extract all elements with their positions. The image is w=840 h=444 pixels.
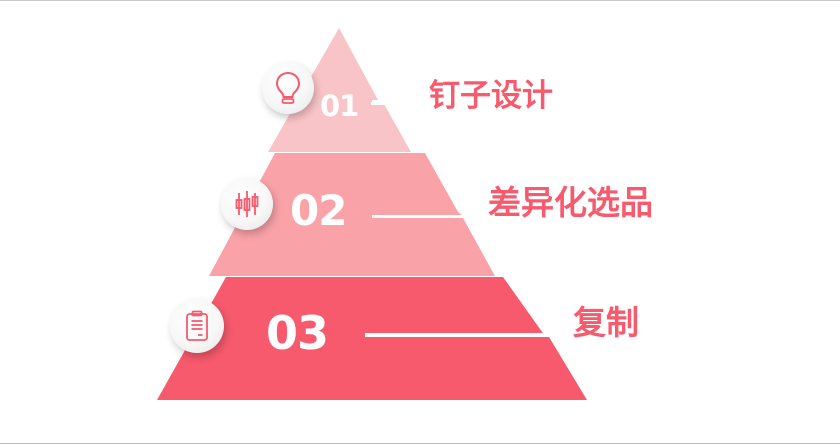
pyramid-tier-1 [268, 28, 411, 152]
pyramid-tier-2 [209, 153, 495, 276]
tier-1-label: 钉子设计 [429, 78, 553, 114]
tier-1-number: 01 [320, 89, 359, 123]
tier-3-icon-badge [170, 299, 224, 353]
pyramid-tier-3 [157, 277, 587, 400]
tier-3-label: 复制 [573, 303, 639, 342]
tier-3-number: 03 [266, 306, 329, 360]
lightbulb-icon [275, 71, 301, 104]
tier-1-icon-badge [262, 62, 314, 114]
clipboard-icon [186, 310, 208, 341]
tier-2-icon-badge [221, 178, 273, 230]
frame-top-border [0, 0, 840, 1]
tier-2-label: 差异化选品 [488, 183, 653, 222]
tier-2-number: 02 [290, 186, 347, 235]
candlestick-chart-icon [235, 191, 259, 217]
